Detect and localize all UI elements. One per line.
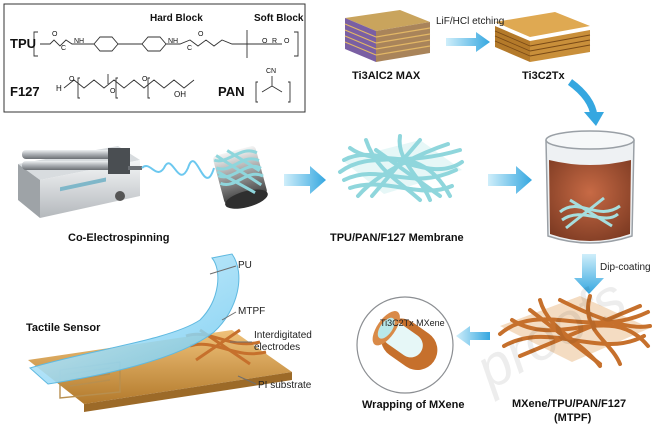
pu-film xyxy=(28,253,240,385)
wrapping-inset xyxy=(356,296,454,394)
chemistry-box xyxy=(3,3,306,113)
mxene-label: Ti3C2Tx xyxy=(522,70,565,82)
electrodes-label-line2: electrodes xyxy=(254,342,301,353)
tactile-sensor xyxy=(28,253,292,412)
dip-coating-arrow xyxy=(574,254,604,294)
hard-block-label: Hard Block xyxy=(150,13,203,24)
mtpf-label-line1: MXene/TPU/PAN/F127 xyxy=(512,398,627,410)
pan-label: PAN xyxy=(218,84,245,99)
pan-fragment-cn: CN xyxy=(266,68,277,75)
membrane-fibers xyxy=(338,134,464,202)
max-phase-block xyxy=(344,10,431,62)
tpu-structure xyxy=(33,30,299,58)
f127-fragment-o2: O xyxy=(110,88,116,95)
f127-structure xyxy=(63,74,195,99)
arrow-to-membrane xyxy=(284,166,326,194)
electrospinning-label: Co-Electrospinning xyxy=(68,232,170,244)
beaker xyxy=(545,130,635,244)
tpu-fragment-c2: C xyxy=(187,45,193,52)
tpu-fragment-nh2: NH xyxy=(168,38,179,45)
collector-drum xyxy=(213,146,268,209)
wrap-inset-label: Ti3C2Tx MXene xyxy=(380,318,445,328)
mtpf-sensor-label: MTPF xyxy=(238,306,266,317)
mtpf-fibers xyxy=(498,294,652,368)
etching-arrow xyxy=(446,32,490,52)
tpu-fragment-o1: O xyxy=(52,31,58,38)
syringe-pump xyxy=(18,146,142,218)
f127-label: F127 xyxy=(10,84,40,99)
tpu-fragment-o4: O xyxy=(284,38,290,45)
arrow-to-beaker xyxy=(488,166,532,194)
electrodes-label-line1: Interdigitated xyxy=(254,330,312,341)
mxene-stack xyxy=(494,12,591,62)
pu-label: PU xyxy=(238,260,252,271)
wrapping-label: Wrapping of MXene xyxy=(362,399,465,411)
tpu-fragment-c1: C xyxy=(61,45,67,52)
max-phase-label: Ti3AlC2 MAX xyxy=(352,70,421,82)
tpu-label: TPU xyxy=(10,36,36,51)
tpu-fragment-o3: O xyxy=(262,38,268,45)
etching-label: LiF/HCl etching xyxy=(436,16,505,27)
tpu-fragment-nh1: NH xyxy=(74,38,85,45)
mxene-to-beaker-arrowhead xyxy=(584,112,604,126)
tpu-fragment-o2: O xyxy=(198,31,204,38)
tpu-fragment-r: R xyxy=(272,38,278,45)
f127-fragment-h: H xyxy=(56,84,62,93)
substrate-label: PI substrate xyxy=(258,380,312,391)
electrospinning-jet xyxy=(141,160,215,179)
f127-fragment-o3: O xyxy=(142,76,148,83)
soft-block-label: Soft Block xyxy=(254,13,304,24)
arrow-to-wrap-circle xyxy=(456,326,490,346)
mxene-to-beaker-arrow xyxy=(567,79,598,117)
pan-structure xyxy=(255,76,291,103)
membrane-label: TPU/PAN/F127 Membrane xyxy=(330,232,464,244)
mtpf-label-line2: (MTPF) xyxy=(554,412,592,424)
f127-fragment-oh: OH xyxy=(174,90,186,99)
sensor-leader-lines xyxy=(209,265,257,385)
f127-fragment-o1: O xyxy=(69,76,75,83)
tactile-sensor-title: Tactile Sensor xyxy=(26,322,101,334)
dip-coating-label: Dip-coating xyxy=(600,262,651,273)
